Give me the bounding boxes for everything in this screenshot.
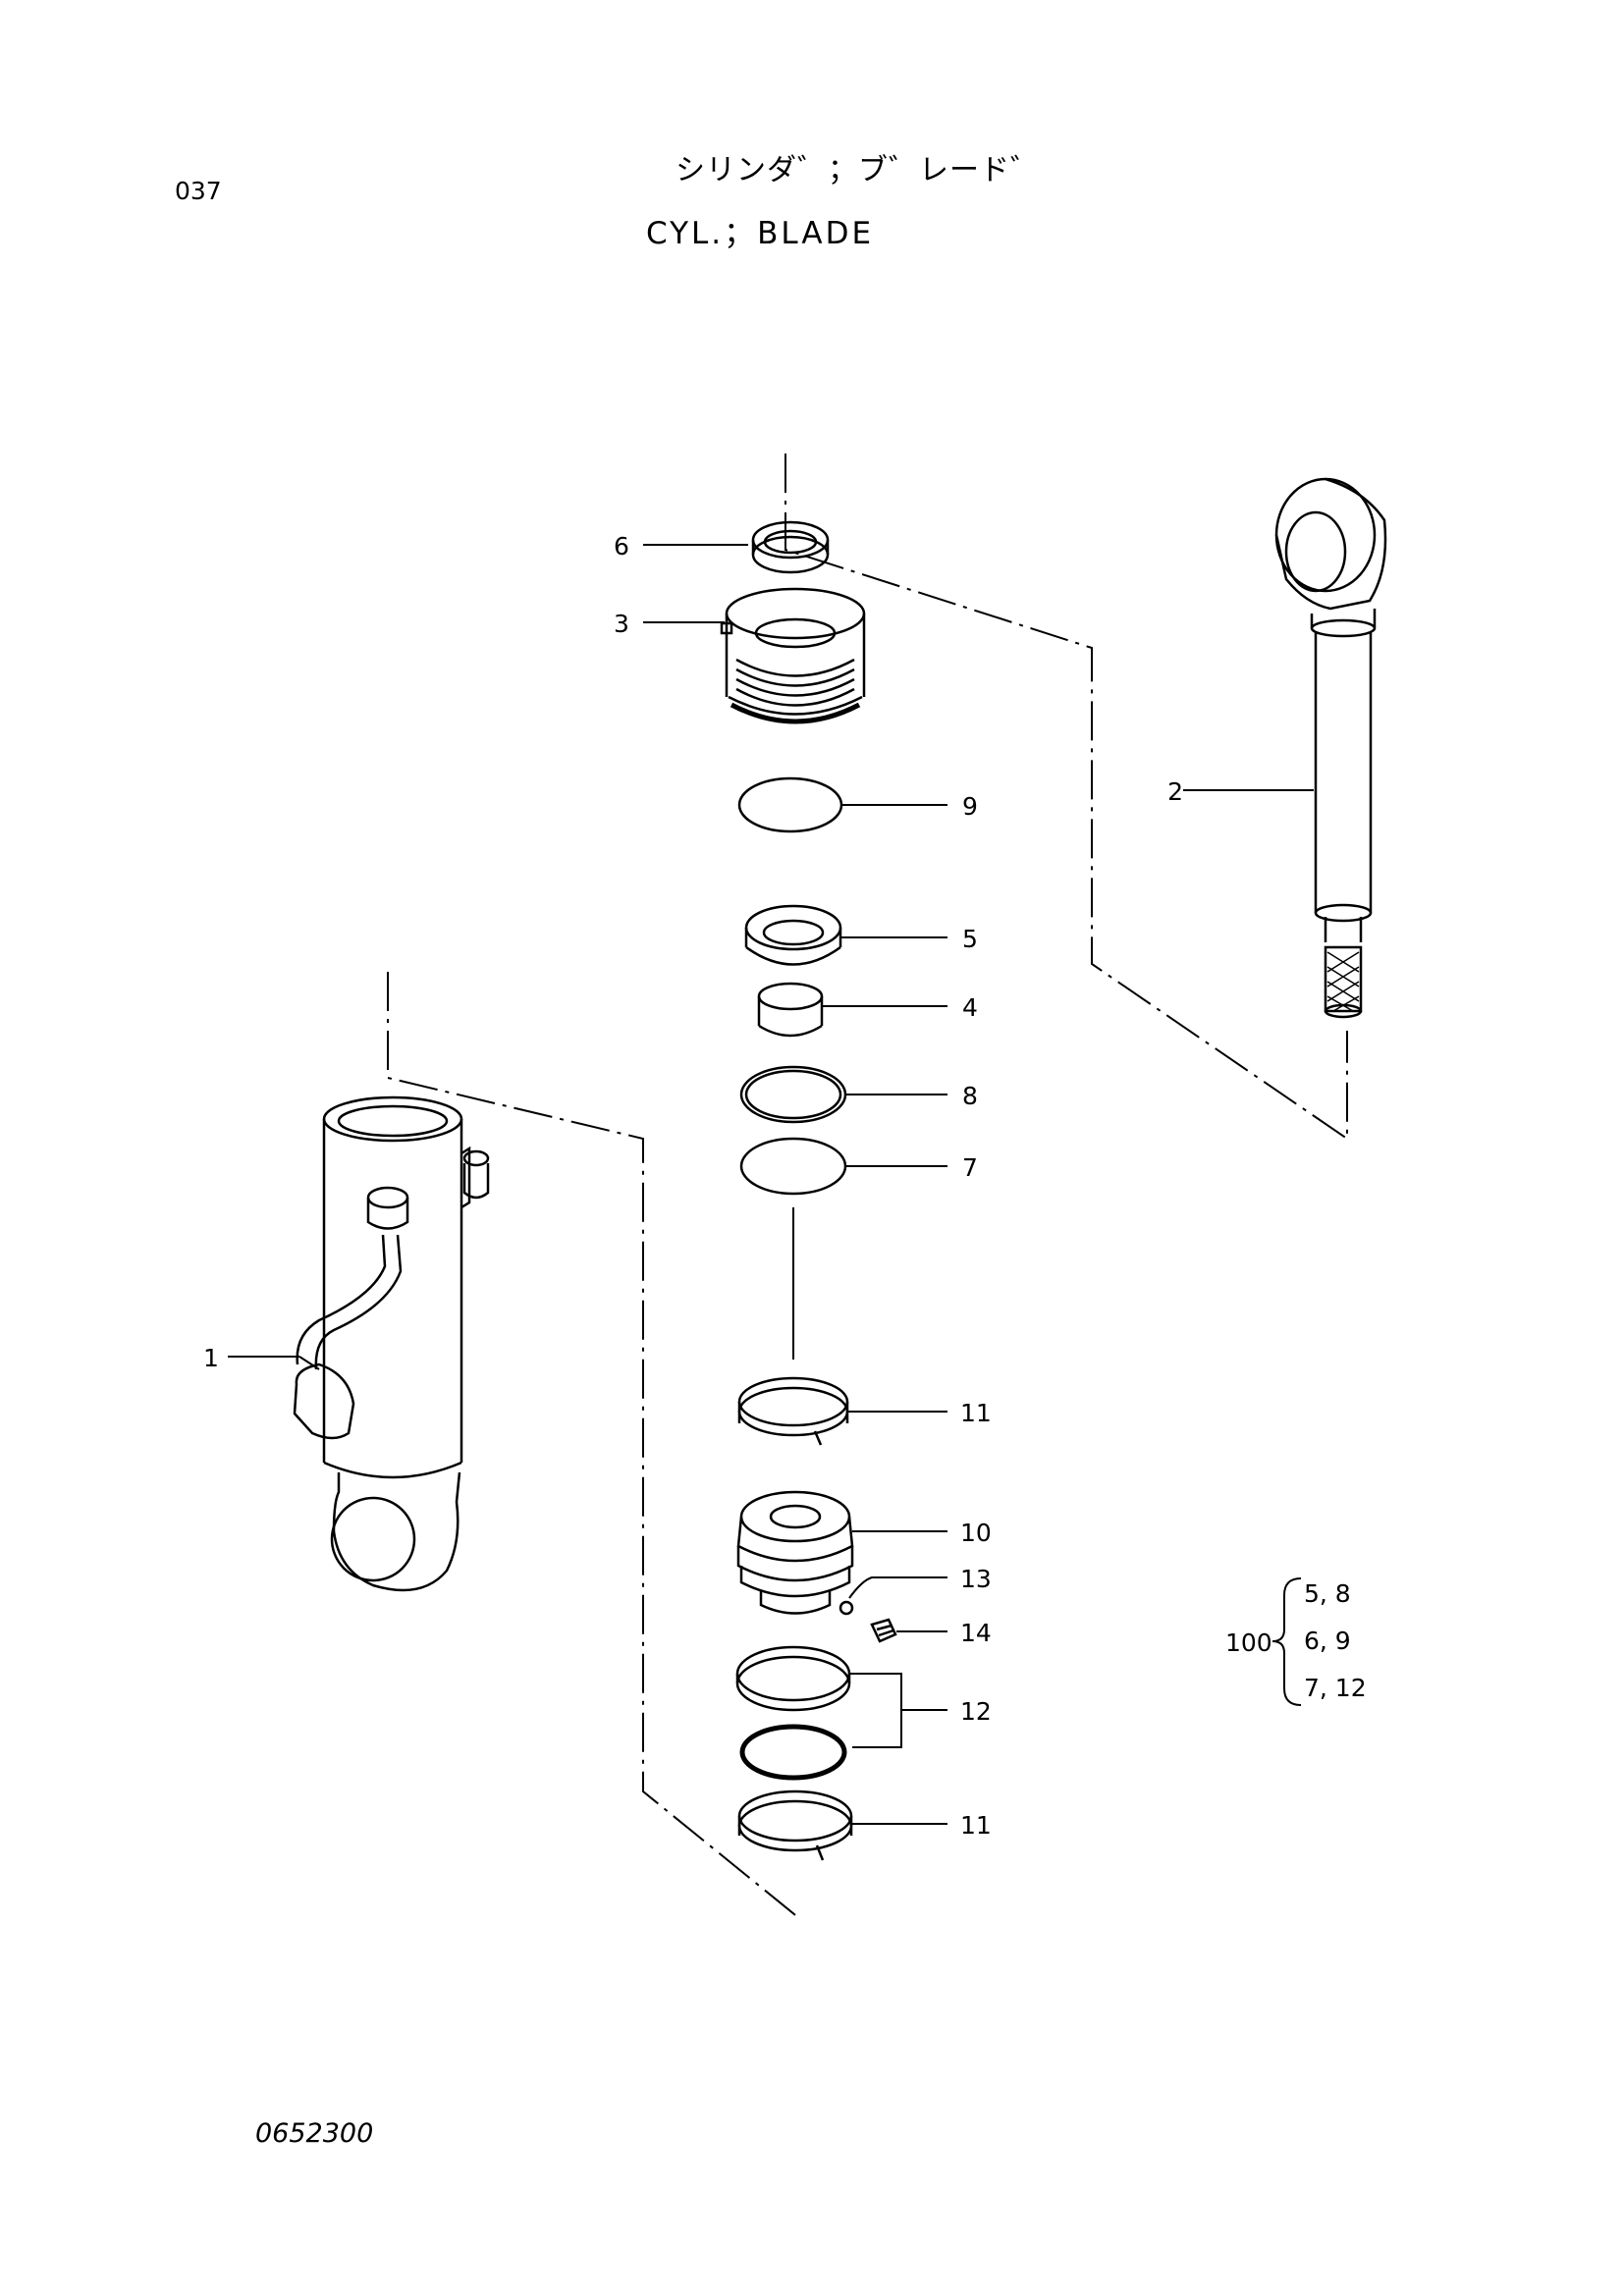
drawing-number: 0652300 bbox=[255, 2118, 374, 2149]
label-part-1: 1 bbox=[203, 1344, 219, 1372]
part-5-ring bbox=[744, 904, 842, 966]
part-6-wiper-seal bbox=[751, 520, 830, 574]
part-12-piston-seal bbox=[735, 1645, 851, 1781]
part-14-set-screw bbox=[870, 1618, 897, 1643]
part-4-bushing bbox=[757, 982, 824, 1038]
label-part-6: 6 bbox=[614, 532, 629, 561]
label-part-11-lower: 11 bbox=[960, 1811, 992, 1840]
part-3-cylinder-head bbox=[720, 587, 866, 724]
part-10-piston bbox=[736, 1490, 854, 1615]
label-part-7: 7 bbox=[962, 1153, 978, 1182]
part-7-o-ring bbox=[739, 1137, 847, 1196]
part-2-piston-rod bbox=[1274, 477, 1387, 1019]
label-part-10: 10 bbox=[960, 1519, 992, 1547]
kit-row-3: 7, 12 bbox=[1304, 1674, 1367, 1702]
part-11-lower-wear-ring bbox=[737, 1789, 853, 1861]
part-13-ball bbox=[839, 1600, 854, 1616]
title-japanese: シリンダ゛；ブ゛レード゛ bbox=[676, 153, 1041, 187]
kit-number: 100 bbox=[1225, 1629, 1272, 1657]
label-part-5: 5 bbox=[962, 925, 978, 953]
callout-labels: 6 3 2 9 5 4 8 7 1 11 10 13 14 12 11 bbox=[203, 532, 1183, 1840]
kit-row-1: 5, 8 bbox=[1304, 1579, 1351, 1608]
title-english: CYL.；BLADE bbox=[646, 216, 875, 251]
part-8-backup-ring bbox=[739, 1065, 847, 1124]
part-9-o-ring bbox=[737, 776, 843, 833]
label-part-2: 2 bbox=[1167, 777, 1183, 806]
part-11-upper-wear-ring bbox=[737, 1376, 849, 1446]
kit-100-group: 100 5, 8 6, 9 7, 12 bbox=[1225, 1577, 1367, 1706]
kit-row-2: 6, 9 bbox=[1304, 1627, 1351, 1655]
label-part-3: 3 bbox=[614, 610, 629, 638]
label-part-11-upper: 11 bbox=[960, 1399, 992, 1427]
label-part-12: 12 bbox=[960, 1697, 992, 1726]
assembly-guide-lines bbox=[387, 454, 1348, 1920]
kit-brace bbox=[1271, 1577, 1302, 1706]
part-1-cylinder-tube bbox=[293, 1095, 490, 1592]
page-number: 037 bbox=[175, 177, 222, 205]
label-part-13: 13 bbox=[960, 1565, 992, 1593]
label-part-8: 8 bbox=[962, 1082, 978, 1110]
label-part-9: 9 bbox=[962, 792, 978, 821]
label-part-14: 14 bbox=[960, 1619, 992, 1647]
leader-lines bbox=[228, 544, 1314, 1825]
label-part-4: 4 bbox=[962, 993, 978, 1022]
